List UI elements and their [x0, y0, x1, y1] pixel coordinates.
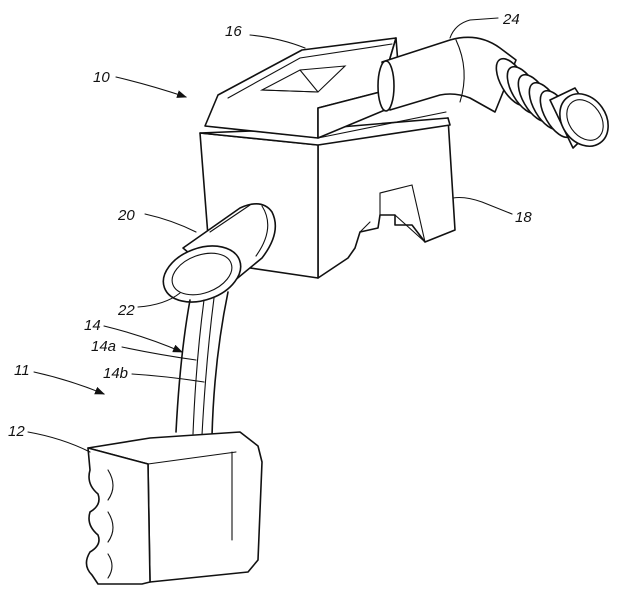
label-14b: 14b	[103, 365, 128, 382]
label-20: 20	[117, 207, 135, 224]
leader-20	[144, 213, 197, 233]
inlet	[162, 203, 277, 303]
leader-22	[137, 292, 181, 308]
top-cover	[204, 37, 401, 139]
label-11: 11	[14, 362, 30, 379]
leader-lines	[27, 17, 513, 453]
label-14: 14	[84, 317, 101, 334]
hose	[175, 291, 229, 437]
leader-24	[449, 17, 499, 39]
leader-18	[452, 196, 513, 215]
arrow-14	[103, 325, 183, 353]
label-22: 22	[117, 302, 135, 319]
leader-14b	[131, 373, 205, 383]
label-12: 12	[8, 423, 25, 440]
leader-16	[249, 34, 306, 49]
label-10: 10	[93, 69, 110, 86]
leader-14a	[121, 346, 197, 361]
label-14a: 14a	[91, 338, 116, 355]
leader-12	[27, 431, 91, 453]
outlet-tube	[377, 36, 609, 149]
label-24: 24	[502, 11, 520, 28]
arrow-11	[33, 371, 105, 395]
canister	[85, 431, 263, 585]
label-16: 16	[225, 23, 242, 40]
label-18: 18	[515, 209, 532, 226]
arrow-10	[115, 76, 187, 98]
